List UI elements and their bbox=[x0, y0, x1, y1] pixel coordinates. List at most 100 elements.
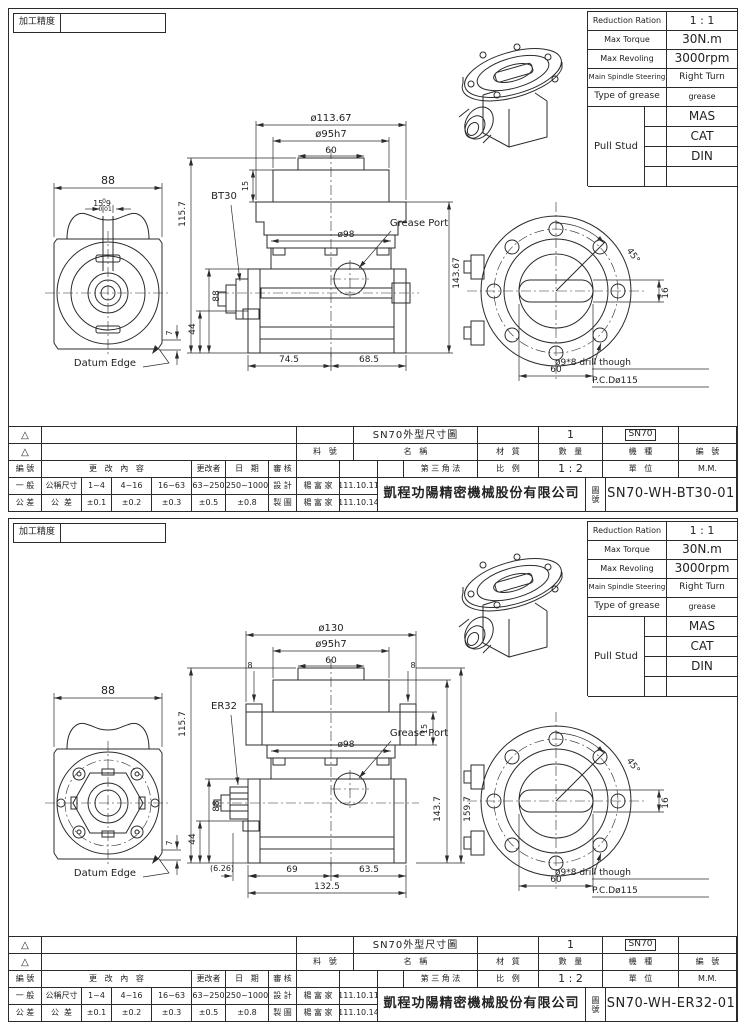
qty-label: 數 量 bbox=[539, 954, 603, 971]
model-value: SN70 bbox=[624, 939, 657, 951]
section-view: ø130 ø95h7 60 8 8 15 ER32 ø98 Grease Por… bbox=[178, 623, 473, 898]
dim-front-width: 88 bbox=[101, 684, 115, 697]
pull-stud-value bbox=[667, 677, 737, 697]
front-view: 88 7 Datum Edge bbox=[45, 684, 181, 879]
pull-stud-value: CAT bbox=[667, 127, 737, 147]
spec-label: Main Spindle Steering bbox=[588, 69, 667, 88]
spec-value: grease bbox=[667, 88, 737, 107]
dim-key-tol-lo: -0.01 bbox=[96, 206, 112, 213]
range-value: 63~250 bbox=[192, 988, 226, 1005]
model-label: 機 種 bbox=[603, 444, 679, 461]
tol-value: ±0.5 bbox=[192, 1005, 226, 1021]
dim-key-width: 15.9 bbox=[93, 199, 111, 208]
design-date: 111.10.11 bbox=[340, 478, 378, 495]
dim-h143: 143.7 bbox=[433, 796, 443, 822]
spec-label: Max Torque bbox=[588, 31, 667, 50]
dim-b2: 63.5 bbox=[359, 865, 379, 875]
process-accuracy-value bbox=[60, 13, 166, 33]
tol-value: ±0.8 bbox=[226, 1005, 269, 1021]
pull-stud-value: MAS bbox=[667, 107, 737, 127]
drawing-number: SN70-WH-BT30-01 bbox=[606, 478, 737, 511]
spec-value: 3000rpm bbox=[667, 50, 737, 69]
revision-triangle: △ bbox=[9, 954, 42, 971]
range-value: 4~16 bbox=[112, 478, 152, 495]
pull-stud-value: MAS bbox=[667, 617, 737, 637]
revision-triangle: △ bbox=[9, 444, 42, 461]
dim-a45: 45° bbox=[624, 756, 641, 775]
unit-label: 單 位 bbox=[603, 971, 679, 988]
title-block: △ SN70外型尺寸圖 1 SN70 △ 料 號 名 稱 材 質 數 量 機 種… bbox=[9, 936, 737, 1021]
dim-dia-neck: ø98 bbox=[338, 740, 355, 750]
pull-stud-value: CAT bbox=[667, 637, 737, 657]
dim-key-tol-hi: 0 bbox=[102, 198, 106, 205]
drawing-no-label: 圖號 bbox=[586, 988, 606, 1021]
scale-value: 1 : 2 bbox=[539, 461, 603, 478]
change-label: 更 改 內 容 bbox=[42, 461, 192, 478]
part-no-label: 料 號 bbox=[297, 444, 354, 461]
general-label: 一 般 bbox=[9, 988, 42, 1005]
tol-label: 公 差 bbox=[42, 495, 82, 511]
unit-value: M.M. bbox=[679, 461, 737, 478]
dim-h88: 88 bbox=[212, 800, 222, 812]
dim-boss-width: 60 bbox=[325, 656, 337, 666]
flange-view: 45° 16 60 ø9*8 drill though P.C.Dø115 bbox=[463, 202, 709, 388]
range-value: 4~16 bbox=[112, 988, 152, 1005]
tol-value: ±0.5 bbox=[192, 495, 226, 511]
date-label: 日 期 bbox=[226, 971, 269, 988]
audit-label: 審 核 bbox=[269, 461, 297, 478]
tol-label: 公 差 bbox=[42, 1005, 82, 1021]
range-value: 1~4 bbox=[82, 478, 112, 495]
dim-b1: 69 bbox=[286, 865, 298, 875]
iso-view bbox=[458, 553, 563, 658]
pcd-note: P.C.Dø115 bbox=[592, 376, 638, 386]
spec-value: 3000rpm bbox=[667, 560, 737, 579]
dim-dia-neck: ø98 bbox=[338, 230, 355, 240]
range-value: 63~250 bbox=[192, 478, 226, 495]
projection-label: 第 三 角 法 bbox=[404, 971, 478, 988]
design-label: 設 計 bbox=[269, 988, 297, 1005]
scale-label: 比 例 bbox=[478, 461, 539, 478]
model-value: SN70 bbox=[624, 429, 657, 441]
spec-value: Right Turn bbox=[667, 69, 737, 88]
dim-dia-pilot: ø95h7 bbox=[315, 639, 347, 650]
dim-boss-width: 60 bbox=[325, 146, 337, 156]
date-label: 日 期 bbox=[226, 461, 269, 478]
datum-edge-label: Datum Edge bbox=[74, 868, 136, 879]
unit-value: M.M. bbox=[679, 971, 737, 988]
dim-edge-step: 7 bbox=[165, 330, 174, 335]
part-no-label: 料 號 bbox=[297, 954, 354, 971]
front-view: 88 15.9 0 -0.01 7 Datum Edge bbox=[45, 174, 181, 369]
audit-label: 審 核 bbox=[269, 971, 297, 988]
quantity-value: 1 bbox=[539, 427, 603, 444]
designer-name: 楊 富 家 bbox=[297, 478, 340, 495]
company-name: 凱程功陽精密機械股份有限公司 bbox=[378, 988, 586, 1021]
spec-label: Main Spindle Steering bbox=[588, 579, 667, 598]
general-label: 一 般 bbox=[9, 478, 42, 495]
spec-value: Right Turn bbox=[667, 579, 737, 598]
dim-nose: (6.26) bbox=[210, 864, 234, 873]
pull-stud-label: Pull Stud bbox=[588, 617, 645, 697]
dim-h88: 88 bbox=[212, 290, 222, 302]
revision-triangle: △ bbox=[9, 427, 42, 444]
scale-value: 1 : 2 bbox=[539, 971, 603, 988]
quantity-value: 1 bbox=[539, 937, 603, 954]
sheet-bt30: 88 15.9 0 -0.01 7 Datum Edge ø113.67 ø95… bbox=[8, 8, 738, 512]
drawing-no-label: 圖號 bbox=[586, 478, 606, 511]
drafter-name: 楊 富 家 bbox=[297, 1005, 340, 1021]
revision-triangle: △ bbox=[9, 937, 42, 954]
drill-note: ø9*8 drill though bbox=[555, 358, 631, 368]
projection-label: 第 三 角 法 bbox=[404, 461, 478, 478]
drafter-name: 楊 富 家 bbox=[297, 495, 340, 511]
process-accuracy-value bbox=[60, 523, 166, 543]
draft-label: 製 圖 bbox=[269, 495, 297, 511]
spec-value: 30N.m bbox=[667, 541, 737, 560]
title-block: △ SN70外型尺寸圖 1 SN70 △ 料 號 名 稱 材 質 數 量 機 種… bbox=[9, 426, 737, 511]
datum-edge-label: Datum Edge bbox=[74, 358, 136, 369]
dim-step-15: 15 bbox=[420, 724, 429, 734]
drawing-number: SN70-WH-ER32-01 bbox=[606, 988, 737, 1021]
spec-table: Reduction Ration 1 : 1 Max Torque 30N.m … bbox=[587, 11, 737, 187]
dim-b1: 74.5 bbox=[279, 355, 299, 365]
nominal-label: 公稱尺寸 bbox=[42, 988, 82, 1005]
process-accuracy-box: 加工精度 bbox=[13, 13, 166, 33]
dim-dia-flange: ø113.67 bbox=[310, 113, 351, 124]
